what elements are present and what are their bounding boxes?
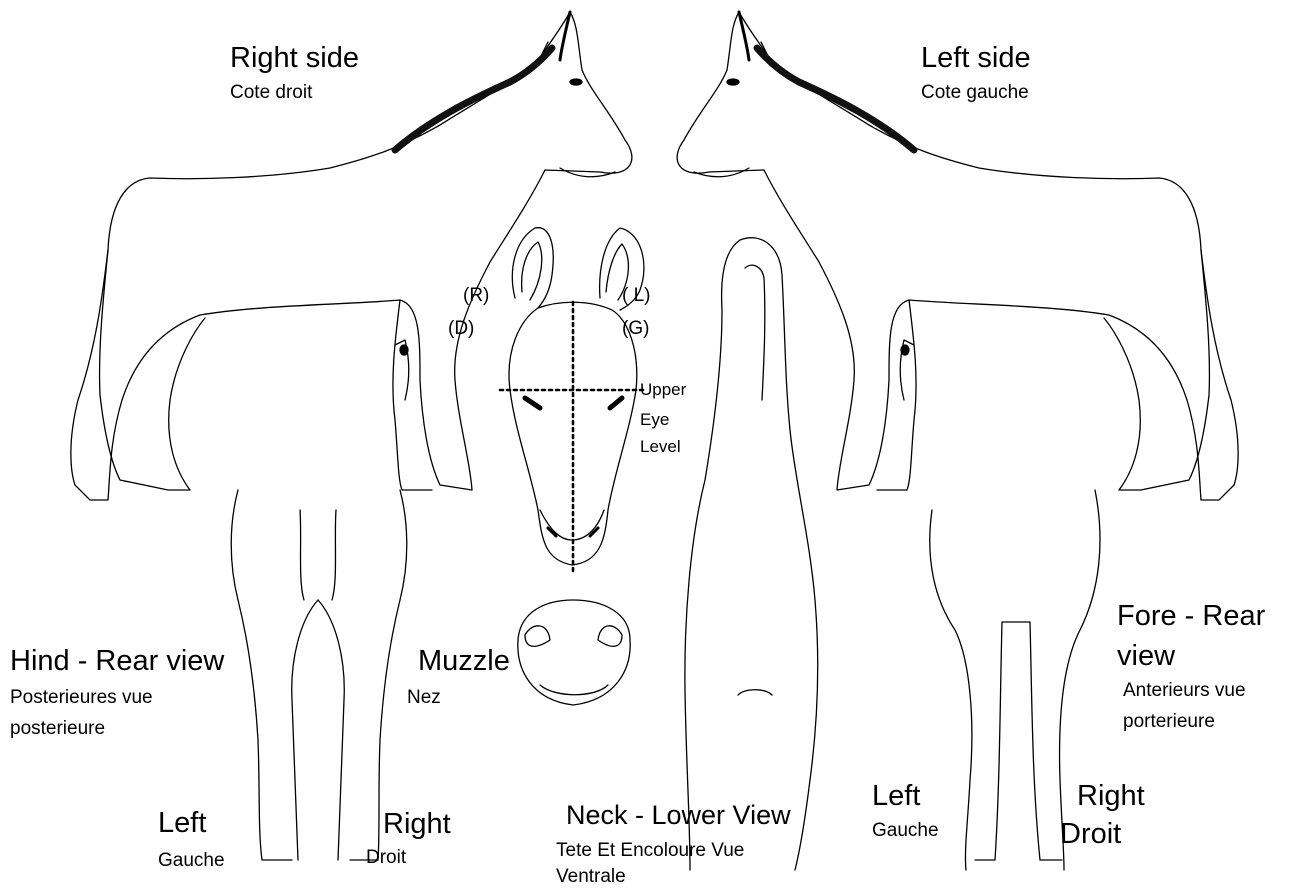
right-side-subtitle: Cote droit [230, 82, 312, 104]
hind-rear-title: Hind - Rear view [10, 645, 224, 678]
fore-rear-view-drawing [930, 490, 1100, 870]
left-side-title: Left side [921, 42, 1031, 75]
fore-rear-subtitle-2: porterieure [1123, 711, 1215, 733]
head-droit-label: (D) [448, 318, 474, 340]
right-side-title: Right side [230, 42, 359, 75]
right-side-donkey-drawing [71, 12, 632, 500]
fore-rear-title-2: view [1117, 640, 1175, 673]
neck-lower-view-drawing [685, 238, 818, 870]
fore-left-label: Left [872, 780, 920, 813]
fore-right-label: Right [1077, 780, 1145, 813]
muzzle-drawing [518, 600, 630, 705]
hind-right-label: Right [383, 808, 451, 841]
hind-gauche-label: Gauche [158, 850, 225, 872]
head-gauche-label: (G) [622, 318, 649, 340]
upper-label: Upper [640, 380, 686, 400]
muzzle-subtitle: Nez [407, 687, 441, 709]
fore-droit-label: Droit [1060, 818, 1121, 851]
hind-droit-label: Droit [366, 847, 406, 869]
hind-rear-view-drawing [231, 490, 407, 860]
hind-rear-subtitle-1: Posterieures vue [10, 687, 153, 709]
left-side-subtitle: Cote gauche [921, 82, 1029, 104]
head-right-label: (R) [463, 285, 489, 307]
level-label: Level [640, 437, 681, 457]
head-left-label: ( L) [622, 285, 651, 307]
hind-left-label: Left [158, 807, 206, 840]
neck-lower-subtitle-1: Tete Et Encoloure Vue [556, 840, 744, 862]
hind-rear-subtitle-2: posterieure [10, 718, 105, 740]
neck-lower-subtitle-2: Ventrale [556, 866, 626, 888]
muzzle-title: Muzzle [418, 645, 510, 678]
fore-gauche-label: Gauche [872, 820, 939, 842]
neck-lower-title: Neck - Lower View [566, 800, 791, 831]
head-front-view-drawing [500, 228, 645, 575]
eye-label: Eye [640, 410, 669, 430]
fore-rear-title-1: Fore - Rear [1117, 600, 1265, 633]
fore-rear-subtitle-1: Anterieurs vue [1123, 680, 1246, 702]
